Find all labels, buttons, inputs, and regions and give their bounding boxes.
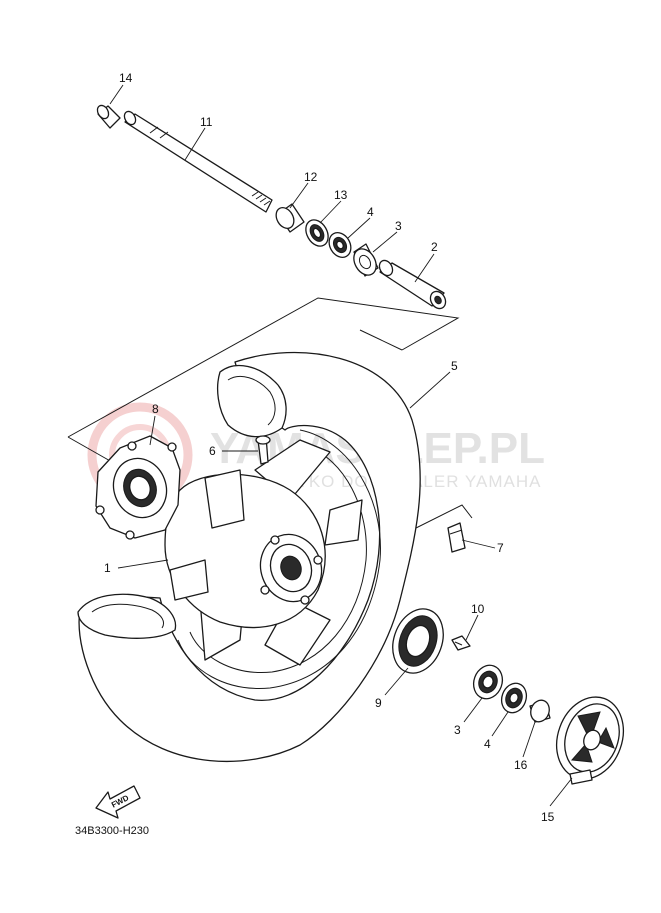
leader-lines	[109, 84, 573, 807]
collar-16	[529, 699, 551, 723]
tire-and-wheel-5	[77, 351, 421, 763]
callouts: 14 11 12 13 4 3 2 5 8 6 7 1 10 9 3 4 16 …	[104, 71, 555, 824]
callout-10: 10	[471, 602, 485, 616]
callout-3-top: 3	[395, 219, 402, 233]
callout-13: 13	[334, 188, 348, 202]
callout-6: 6	[209, 444, 216, 458]
callout-16: 16	[514, 758, 528, 772]
bearing-4-bottom	[500, 682, 528, 714]
spacer-2	[378, 259, 447, 310]
tire-valve-6	[255, 435, 271, 465]
bearing-3-top	[353, 243, 379, 277]
callout-14: 14	[119, 71, 133, 85]
callout-5: 5	[451, 359, 458, 373]
bearing-4-top	[328, 232, 352, 258]
callout-4-bottom: 4	[484, 737, 491, 751]
front-axle	[123, 110, 273, 213]
meter-gear-unit-15	[556, 696, 624, 785]
screw-10	[451, 635, 471, 651]
fwd-arrow-icon: FWD	[95, 785, 141, 819]
balance-weight-7	[447, 522, 466, 553]
callout-15: 15	[541, 810, 555, 824]
oil-seal-13	[305, 219, 329, 247]
callout-4-top: 4	[367, 205, 374, 219]
callout-11: 11	[200, 115, 213, 129]
axle-bolt-14	[96, 104, 121, 129]
diagram-code: 34B3300-H230	[75, 825, 149, 837]
callout-9: 9	[375, 696, 382, 710]
disc-adapter-8	[95, 435, 181, 540]
bearing-3-bottom	[472, 664, 504, 700]
callout-8: 8	[152, 402, 159, 416]
assembly-outline	[67, 297, 473, 536]
collar-12	[275, 203, 305, 233]
callout-2: 2	[431, 240, 438, 254]
callout-12: 12	[304, 170, 318, 184]
callout-1: 1	[104, 561, 111, 575]
oil-seal-9	[392, 608, 444, 674]
callout-3-bottom: 3	[454, 723, 461, 737]
callout-7: 7	[497, 541, 504, 555]
